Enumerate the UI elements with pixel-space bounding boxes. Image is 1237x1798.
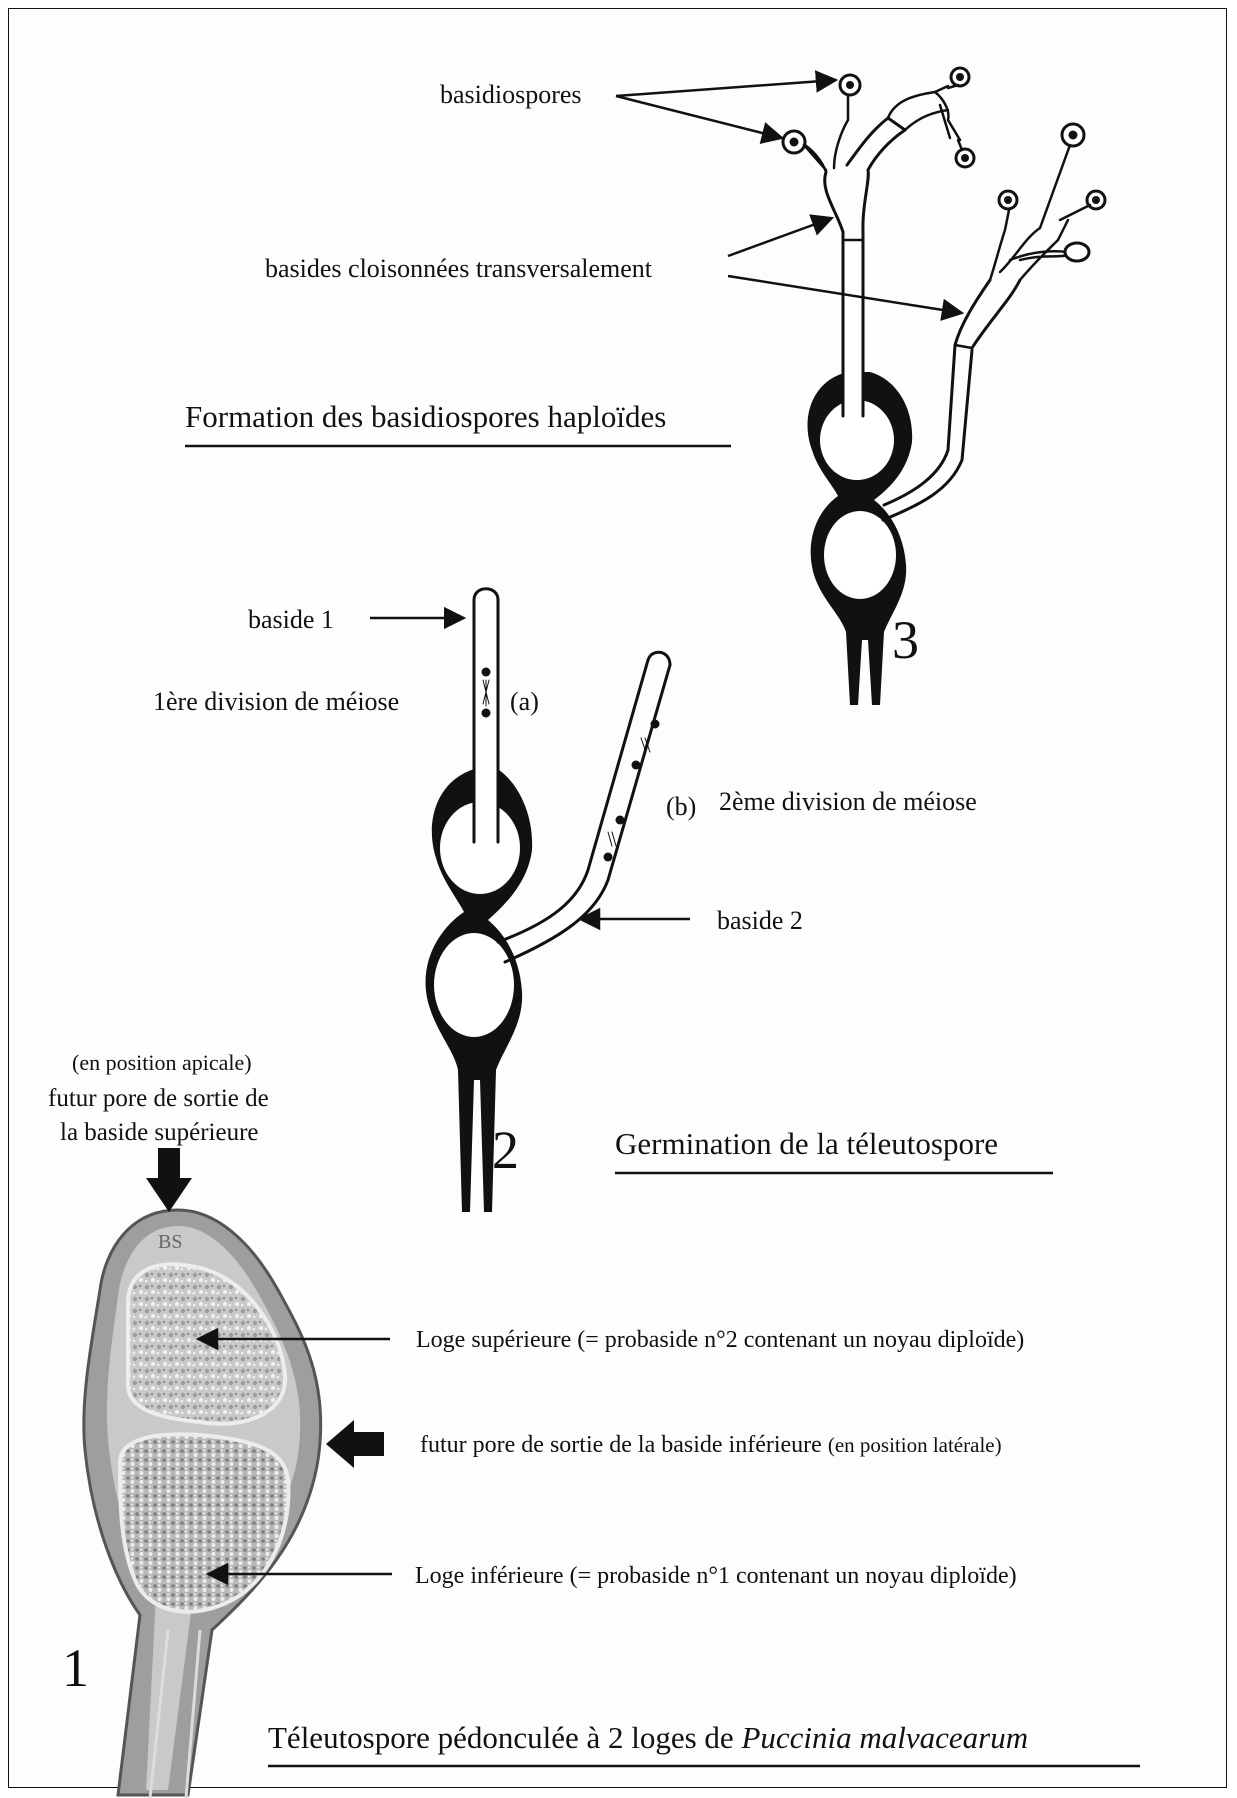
- label-deuxieme-division: 2ème division de méiose: [719, 787, 977, 816]
- label-loge-inferieure: Loge inférieure (= probaside n°1 contena…: [415, 1563, 1017, 1589]
- stage1-micrograph: BS: [84, 1210, 321, 1798]
- label-baside2: baside 2: [717, 906, 803, 935]
- stage-number-3: 3: [892, 610, 919, 670]
- label-a: (a): [510, 687, 539, 716]
- label-premiere-division: 1ère division de méiose: [153, 687, 399, 716]
- label-futur-pore-inf: futur pore de sortie de la baside inféri…: [420, 1432, 1002, 1458]
- title-formation: Formation des basidiospores haploïdes: [185, 399, 666, 434]
- label-b: (b): [666, 792, 696, 821]
- label-en-position-laterale: (en position latérale): [828, 1433, 1002, 1457]
- label-futur-pore-sup-1: futur pore de sortie de: [48, 1085, 269, 1112]
- label-baside1: baside 1: [248, 605, 334, 634]
- label-basides-cloisonnees: basides cloisonnées transversalement: [265, 254, 653, 283]
- label-basidiospores: basidiospores: [440, 80, 582, 109]
- label-en-position-apicale: (en position apicale): [72, 1050, 252, 1075]
- label-loge-superieure: Loge supérieure (= probaside n°2 contena…: [416, 1327, 1024, 1353]
- title-teleutospore-prefix: Téleutospore pédonculée à 2 loges de: [268, 1720, 741, 1755]
- label-futur-pore-sup-2: la baside supérieure: [60, 1119, 259, 1146]
- title-teleutospore-species: Puccinia malvacearum: [740, 1720, 1028, 1755]
- stage2-drawing: [426, 589, 670, 1212]
- stage-number-1: 1: [62, 1638, 89, 1698]
- lateral-pore-arrow: [326, 1420, 384, 1468]
- stage3-drawing: [783, 68, 1105, 705]
- title-germination: Germination de la téleutospore: [615, 1126, 998, 1161]
- title-teleutospore: Téleutospore pédonculée à 2 loges de Puc…: [268, 1720, 1028, 1755]
- apical-pore-arrow: [146, 1148, 192, 1212]
- stage-number-2: 2: [492, 1120, 519, 1180]
- label-futur-pore-inf-main: futur pore de sortie de la baside inféri…: [420, 1432, 822, 1458]
- svg-text:BS: BS: [158, 1231, 182, 1253]
